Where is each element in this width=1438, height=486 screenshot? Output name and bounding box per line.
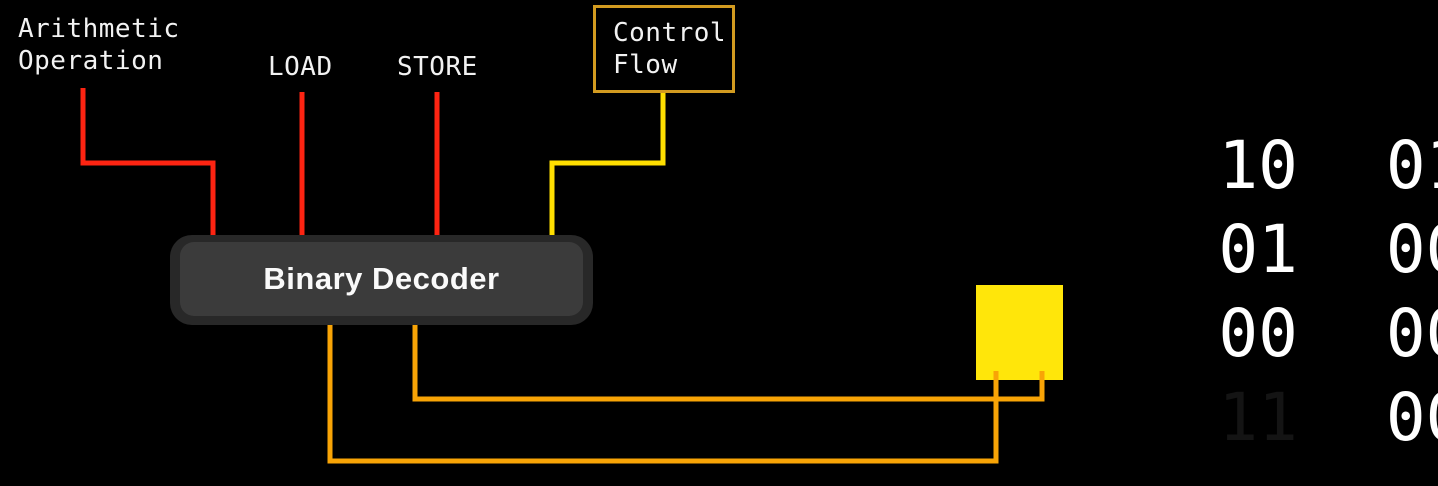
binary-decoder-block: Binary Decoder: [170, 235, 593, 325]
control-flow-label: Control Flow: [613, 18, 727, 80]
opcode-row: 10 010110: [980, 40, 1438, 204]
wire-control-flow: [549, 93, 666, 240]
opcode-value: 01: [1218, 211, 1298, 288]
wire-arithmetic-operation: [80, 88, 216, 240]
operand-value: 010110: [1385, 127, 1438, 204]
operand-value: 000001: [1385, 295, 1438, 372]
binary-decoder-inner-panel: Binary Decoder: [180, 242, 583, 316]
arithmetic-operation-label: Arithmetic Operation: [18, 14, 180, 76]
load-label: LOAD: [268, 52, 333, 82]
opcode-row-highlighted: 11 000001: [980, 292, 1438, 456]
opcode-highlight-box: [976, 285, 1063, 380]
opcode-row: 00 000001: [980, 208, 1438, 372]
wire-decoder-output-2: [412, 322, 1045, 402]
opcode-value: 10: [1218, 127, 1298, 204]
opcode-value: 00: [1218, 295, 1298, 372]
wire-decoder-output-1: [327, 322, 999, 464]
operand-value: 000001: [1385, 379, 1438, 456]
opcode-value: 11: [1218, 379, 1298, 456]
store-label: STORE: [397, 52, 478, 82]
control-flow-box: Control Flow: [593, 5, 735, 93]
binary-decoder-label: Binary Decoder: [263, 261, 500, 296]
